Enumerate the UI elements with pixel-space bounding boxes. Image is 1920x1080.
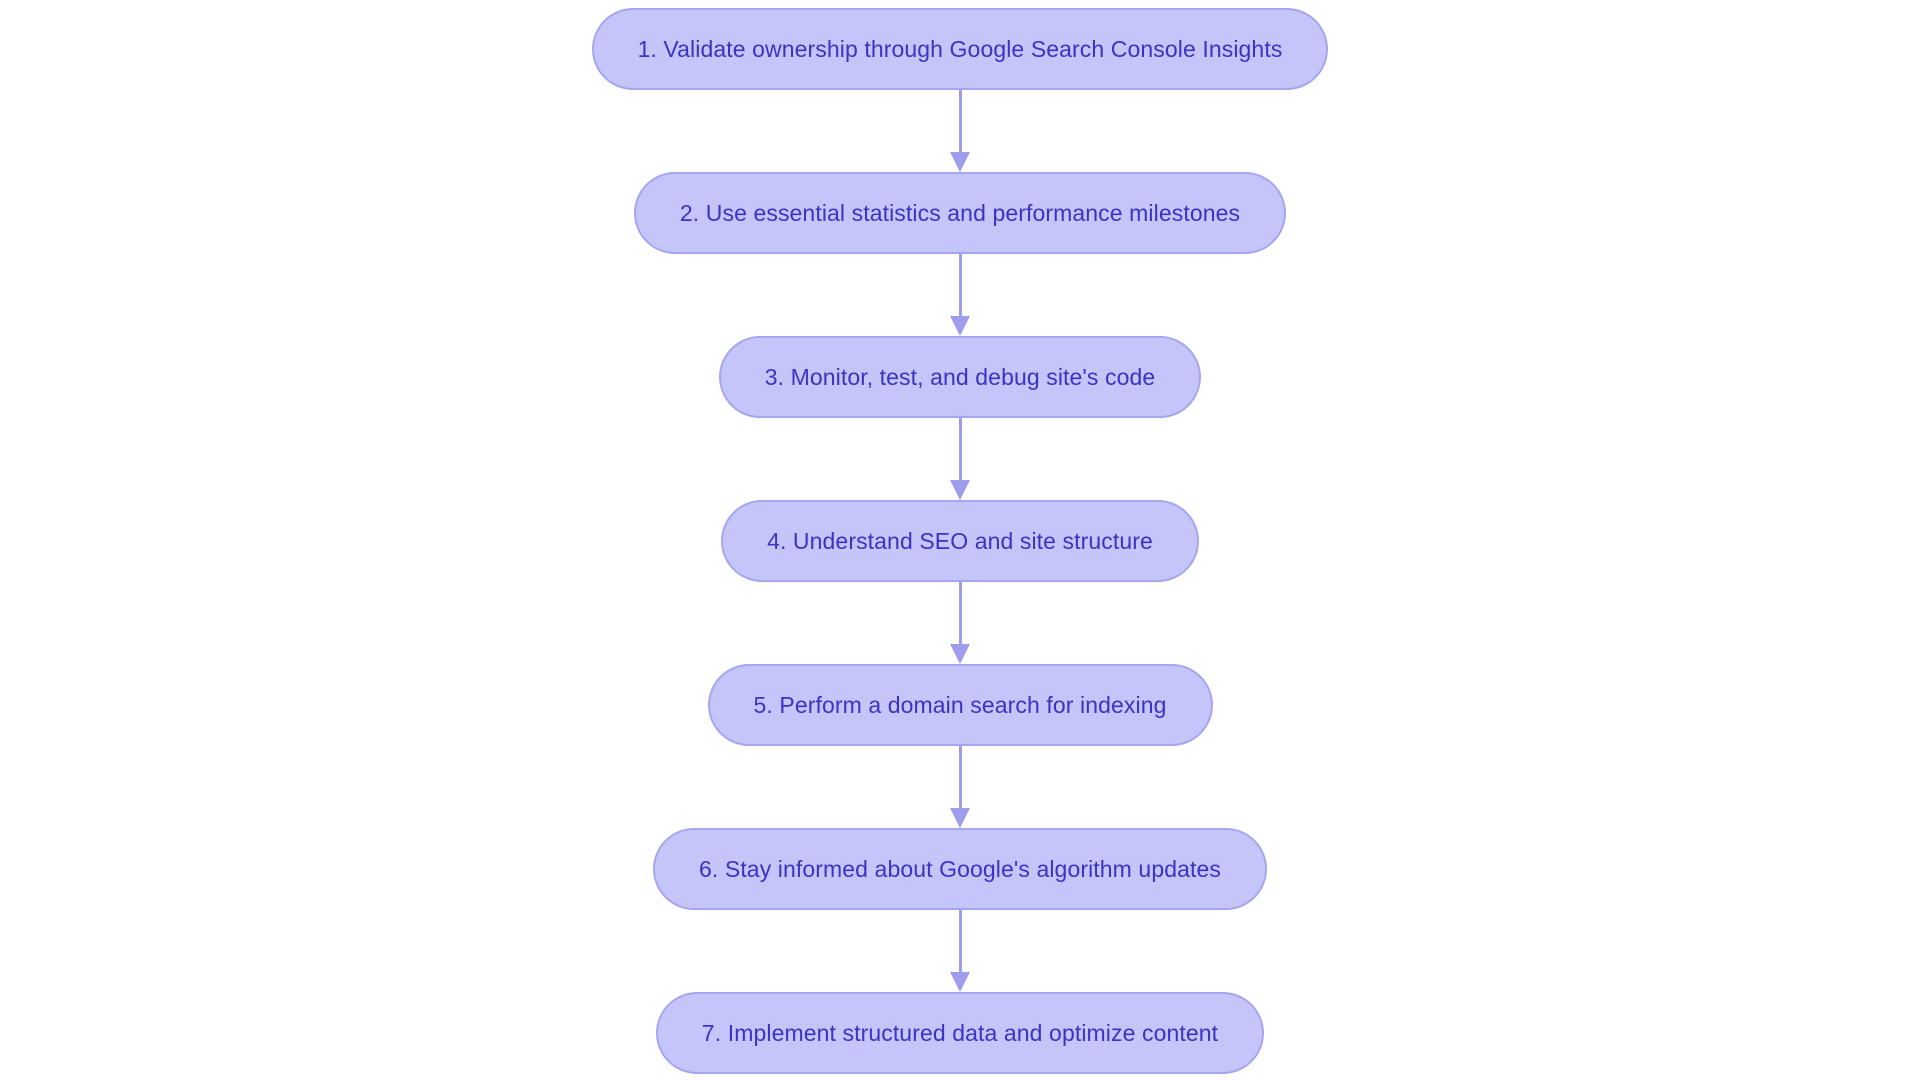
down-arrow-icon bbox=[950, 972, 970, 992]
flow-node-label: 7. Implement structured data and optimiz… bbox=[701, 1019, 1219, 1046]
flow-node-label: 1. Validate ownership through Google Sea… bbox=[637, 35, 1283, 62]
flow-connector-5-to-6 bbox=[940, 746, 980, 828]
down-arrow-icon bbox=[950, 480, 970, 500]
flow-node-step-3[interactable]: 3. Monitor, test, and debug site's code bbox=[718, 336, 1202, 418]
down-arrow-icon bbox=[950, 152, 970, 172]
flow-connector-3-to-4 bbox=[940, 418, 980, 500]
flow-connector-6-to-7 bbox=[940, 910, 980, 992]
connector-line bbox=[958, 582, 962, 648]
connector-line bbox=[958, 254, 962, 320]
down-arrow-icon bbox=[950, 644, 970, 664]
flow-node-step-2[interactable]: 2. Use essential statistics and performa… bbox=[633, 172, 1287, 254]
connector-line bbox=[958, 746, 962, 812]
flow-connector-2-to-3 bbox=[940, 254, 980, 336]
connector-line bbox=[958, 418, 962, 484]
flow-node-label: 2. Use essential statistics and performa… bbox=[679, 199, 1241, 226]
flow-connector-4-to-5 bbox=[940, 582, 980, 664]
flow-node-step-4[interactable]: 4. Understand SEO and site structure bbox=[721, 500, 1199, 582]
flow-node-step-1[interactable]: 1. Validate ownership through Google Sea… bbox=[591, 8, 1329, 90]
connector-line bbox=[958, 90, 962, 156]
flow-node-label: 6. Stay informed about Google's algorith… bbox=[699, 855, 1221, 882]
flow-node-label: 4. Understand SEO and site structure bbox=[767, 527, 1153, 554]
flow-node-label: 5. Perform a domain search for indexing bbox=[753, 691, 1167, 718]
flow-node-step-5[interactable]: 5. Perform a domain search for indexing bbox=[707, 664, 1213, 746]
flow-connector-1-to-2 bbox=[940, 90, 980, 172]
connector-line bbox=[958, 910, 962, 976]
down-arrow-icon bbox=[950, 316, 970, 336]
flow-node-step-6[interactable]: 6. Stay informed about Google's algorith… bbox=[653, 828, 1267, 910]
down-arrow-icon bbox=[950, 808, 970, 828]
flow-node-label: 3. Monitor, test, and debug site's code bbox=[764, 363, 1156, 390]
flow-node-step-7[interactable]: 7. Implement structured data and optimiz… bbox=[655, 992, 1265, 1074]
